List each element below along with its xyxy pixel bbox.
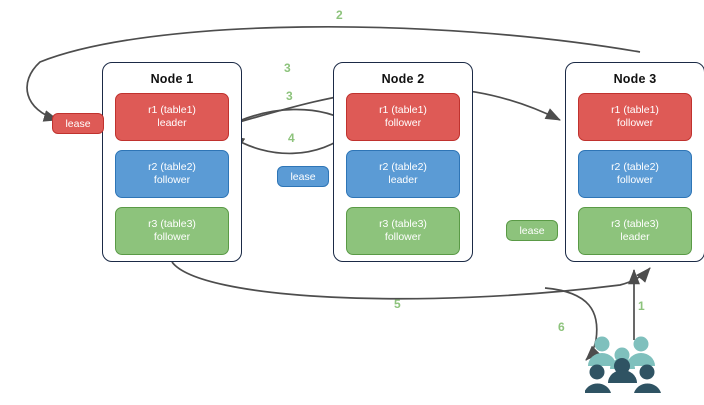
step-label-1: 1 xyxy=(638,299,645,313)
step-label-3b: 3 xyxy=(286,89,293,103)
node-title: Node 2 xyxy=(381,72,425,86)
people-group-icon xyxy=(585,336,661,393)
replica-name: r2 (table2) xyxy=(148,160,196,173)
node-title: Node 3 xyxy=(613,72,657,86)
step-label-4: 4 xyxy=(288,131,295,145)
replica-name: r3 (table3) xyxy=(611,217,659,230)
replica-list: r1 (table1) leader r2 (table2) follower … xyxy=(103,93,241,267)
replica-role: leader xyxy=(157,117,187,129)
replica-r2[interactable]: r2 (table2) leader xyxy=(346,150,460,198)
lease-badge-r2[interactable]: lease xyxy=(277,166,329,187)
people-front-row xyxy=(585,358,661,393)
replica-name: r2 (table2) xyxy=(611,160,659,173)
replica-name: r3 (table3) xyxy=(148,217,196,230)
replica-name: r3 (table3) xyxy=(379,217,427,230)
replica-list: r1 (table1) follower r2 (table2) leader … xyxy=(334,93,472,267)
replica-role: follower xyxy=(616,174,654,186)
replica-r1[interactable]: r1 (table1) leader xyxy=(115,93,229,141)
replica-name: r1 (table1) xyxy=(148,103,196,116)
lease-badge-r3[interactable]: lease xyxy=(506,220,558,241)
replica-r1[interactable]: r1 (table1) follower xyxy=(578,93,692,141)
replica-r3[interactable]: r3 (table3) follower xyxy=(346,207,460,255)
replica-list: r1 (table1) follower r2 (table2) followe… xyxy=(566,93,704,267)
replica-role: follower xyxy=(384,117,422,129)
replica-role: leader xyxy=(388,174,418,186)
replica-name: r1 (table1) xyxy=(611,103,659,116)
replica-name: r2 (table2) xyxy=(379,160,427,173)
replica-role: follower xyxy=(153,174,191,186)
replica-r1[interactable]: r1 (table1) follower xyxy=(346,93,460,141)
step-label-6: 6 xyxy=(558,320,565,334)
node-container-node1: Node 1 r1 (table1) leader r2 (table2) fo… xyxy=(102,62,242,262)
replica-role: follower xyxy=(616,117,654,129)
replica-role: leader xyxy=(620,231,650,243)
node-container-node3: Node 3 r1 (table1) follower r2 (table2) … xyxy=(565,62,704,262)
edge-step-5 xyxy=(171,261,651,300)
edge-step-2 xyxy=(26,26,641,122)
step-label-2: 2 xyxy=(336,8,343,22)
node-title: Node 1 xyxy=(150,72,194,86)
replica-r3[interactable]: r3 (table3) leader xyxy=(578,207,692,255)
lease-badge-r1[interactable]: lease xyxy=(52,113,104,134)
node-container-node2: Node 2 r1 (table1) follower r2 (table2) … xyxy=(333,62,473,262)
replica-role: follower xyxy=(384,231,422,243)
replica-r2[interactable]: r2 (table2) follower xyxy=(578,150,692,198)
step-label-3a: 3 xyxy=(284,61,291,75)
replica-role: follower xyxy=(153,231,191,243)
step-label-5: 5 xyxy=(394,297,401,311)
replica-r3[interactable]: r3 (table3) follower xyxy=(115,207,229,255)
replica-r2[interactable]: r2 (table2) follower xyxy=(115,150,229,198)
replica-name: r1 (table1) xyxy=(379,103,427,116)
